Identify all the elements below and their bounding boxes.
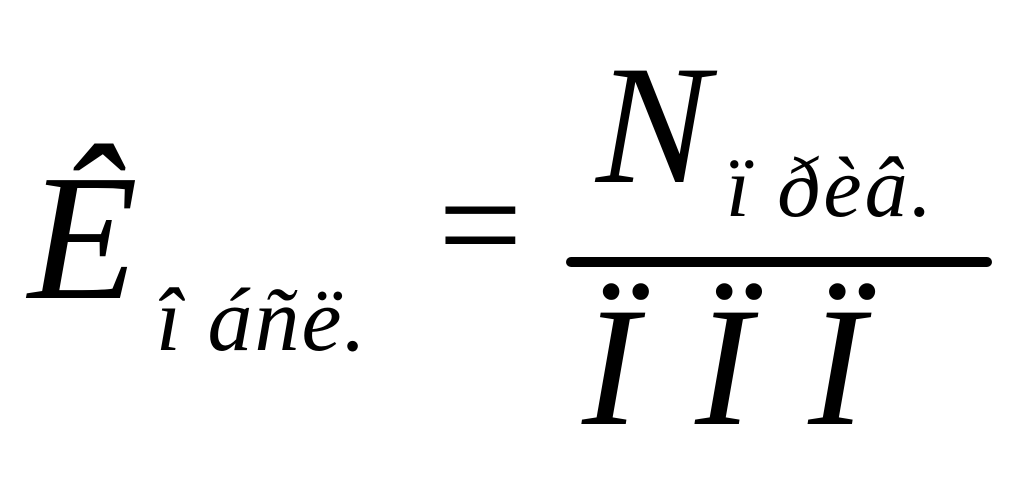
numerator-subscript: ï ðèâ. bbox=[726, 139, 936, 235]
fraction-bar bbox=[566, 257, 992, 267]
numerator-symbol: N bbox=[596, 31, 710, 219]
lhs-symbol: Ê bbox=[28, 138, 138, 337]
denominator: Ï Ï Ï bbox=[582, 273, 865, 461]
equals-sign: = bbox=[438, 142, 523, 308]
lhs-subscript: î áñë. bbox=[156, 271, 368, 370]
